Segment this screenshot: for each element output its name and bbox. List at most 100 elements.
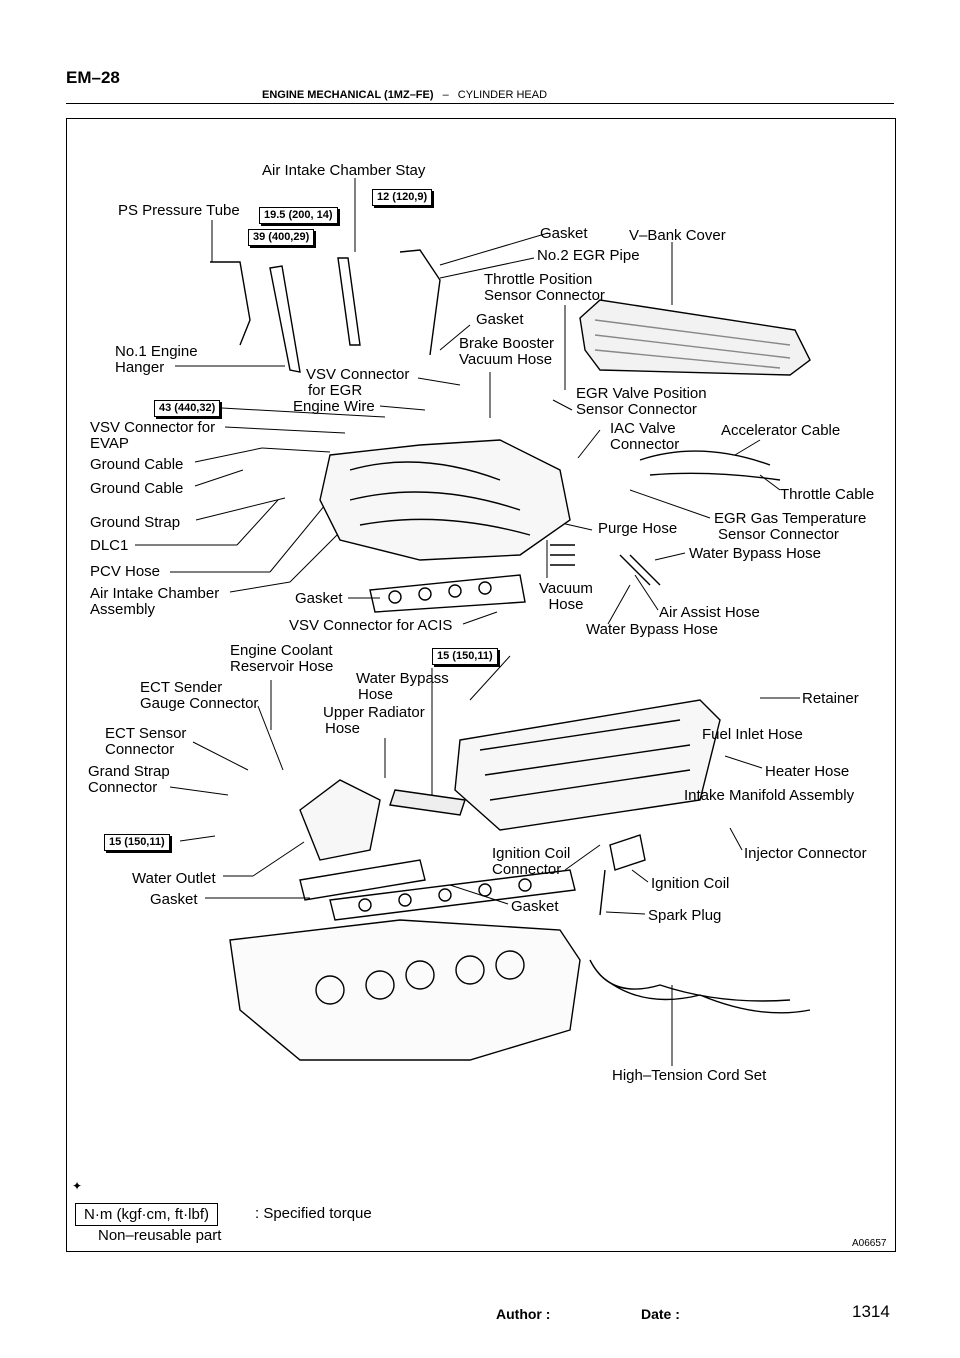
label-engine-coolant-reservoir-hose: Engine Coolant Reservoir Hose [230,643,333,675]
label-iac-valve-connector: IAC Valve Connector [610,421,679,453]
label-line: Grand Strap [88,763,170,780]
label-gasket-top: Gasket [540,225,588,242]
label-line: Hose [358,686,394,703]
label-line: Hose [325,720,361,737]
label-line: Connector [88,779,158,796]
label-line: Sensor Connector [484,287,605,304]
torque-spec: 12 (120,9) [372,189,433,206]
label-retainer: Retainer [802,690,859,707]
label-line: EGR Gas Temperature [714,510,867,527]
label-intake-manifold-assembly: Intake Manifold Assembly [684,787,855,804]
leader-lines [135,178,800,1066]
torque-spec: 15 (150,11) [104,834,170,851]
label-water-bypass-hose-2: Water Bypass Hose [586,621,718,638]
label-throttle-cable: Throttle Cable [780,486,875,503]
label-v-bank-cover: V–Bank Cover [629,227,726,244]
label-line: Gauge Connector [140,695,259,712]
label-line: Assembly [90,601,156,618]
label-no1-engine-hanger: No.1 Engine Hanger [115,344,198,376]
label-line: for EGR [308,382,363,399]
label-line: Ignition Coil [492,845,571,862]
label-vsv-connector-evap: VSV Connector for EVAP [90,420,215,452]
page-code: EM–28 [66,68,120,87]
label-egr-valve-position: EGR Valve Position Sensor Connector [576,386,707,418]
label-water-bypass-hose-1: Water Bypass Hose [689,545,821,562]
torque-spec: 43 (440,32) [154,400,221,417]
label-vsv-connector-acis: VSV Connector for ACIS [289,617,453,634]
section-name: ENGINE MECHANICAL (1MZ–FE) [262,89,434,101]
label-gasket-3: Gasket [295,590,343,607]
label-line: Vacuum Hose [459,351,553,368]
label-purge-hose: Purge Hose [598,520,678,537]
torque-spec: 39 (400,29) [248,229,315,246]
label-no2-egr-pipe: No.2 EGR Pipe [537,247,640,264]
label-pcv-hose: PCV Hose [90,563,161,580]
label-gasket-4: Gasket [150,891,198,908]
label-grand-strap-connector: Grand Strap Connector [88,764,170,796]
label-ground-cable-1: Ground Cable [90,456,184,473]
label-air-intake-chamber-stay: Air Intake Chamber Stay [262,162,426,179]
label-line: Connector [105,741,175,758]
label-water-bypass-hose-3: Water Bypass Hose [356,671,449,703]
torque-spec: 15 (150,11) [432,648,498,665]
label-fuel-inlet-hose: Fuel Inlet Hose [702,726,803,743]
label-dlc1: DLC1 [90,537,129,554]
label-line: Sensor Connector [576,401,697,418]
label-line: ECT Sender [140,679,223,696]
label-line: Throttle Position [484,271,593,288]
label-line: Water Bypass [356,670,449,687]
label-line: IAC Valve [610,420,676,437]
label-ignition-coil: Ignition Coil [651,875,730,892]
label-ground-cable-2: Ground Cable [90,480,184,497]
label-engine-wire: Engine Wire [293,398,375,415]
torque-spec: 19.5 (200, 14) [259,207,338,224]
label-line: EVAP [90,435,129,452]
label-line: Reservoir Hose [230,658,334,675]
label-ps-pressure-tube: PS Pressure Tube [118,202,240,219]
subsection-name: CYLINDER HEAD [457,89,548,101]
label-line: Sensor Connector [718,526,839,543]
section-dash: – [442,89,449,101]
label-high-tension-cord-set: High–Tension Cord Set [612,1067,767,1084]
label-vacuum-hose: Vacuum Hose [539,581,593,613]
section-title: ENGINE MECHANICAL (1MZ–FE) – CYLINDER HE… [262,89,547,101]
footer-author: Author : [496,1306,551,1322]
label-line: Upper Radiator [323,704,425,721]
label-gasket-5: Gasket [511,898,559,915]
label-line: ECT Sensor [105,725,187,742]
part-outlines [210,249,811,1061]
header-rule [66,103,894,104]
legend-nonreusable: Non–reusable part [98,1227,222,1244]
figure-id: A06657 [852,1238,887,1249]
label-accelerator-cable: Accelerator Cable [721,422,841,439]
label-brake-booster-vacuum-hose: Brake Booster Vacuum Hose [459,336,554,368]
label-line: Connector [492,861,562,878]
legend-unit-description: : Specified torque [255,1205,372,1222]
label-line: Hose [548,596,584,613]
label-line: VSV Connector [306,366,410,383]
label-line: Air Intake Chamber [90,585,220,602]
label-ignition-coil-connector: Ignition Coil Connector [492,846,570,878]
label-ect-sender-gauge-connector: ECT Sender Gauge Connector [140,680,258,712]
label-line: No.1 Engine [115,343,198,360]
label-air-intake-chamber-assembly: Air Intake Chamber Assembly [90,586,219,618]
label-ground-strap: Ground Strap [90,514,181,531]
label-line: EGR Valve Position [576,385,707,402]
footer-page-number: 1314 [852,1302,890,1321]
label-line: Brake Booster [459,335,555,352]
label-air-assist-hose: Air Assist Hose [659,604,760,621]
label-egr-gas-temperature: EGR Gas Temperature Sensor Connector [714,511,866,543]
label-spark-plug: Spark Plug [648,907,722,924]
label-throttle-position-sensor-connector: Throttle Position Sensor Connector [484,272,605,304]
label-injector-connector: Injector Connector [744,845,867,862]
label-line: VSV Connector for [90,419,216,436]
label-heater-hose: Heater Hose [765,763,850,780]
nonreusable-mark: ✦ [72,1179,82,1193]
label-ect-sensor-connector: ECT Sensor Connector [105,726,186,758]
label-gasket-2: Gasket [476,311,524,328]
label-vsv-connector-egr: VSV Connector for EGR [306,367,409,399]
footer-date: Date : [641,1306,680,1322]
label-upper-radiator-hose: Upper Radiator Hose [323,705,425,737]
label-line: Connector [610,436,680,453]
